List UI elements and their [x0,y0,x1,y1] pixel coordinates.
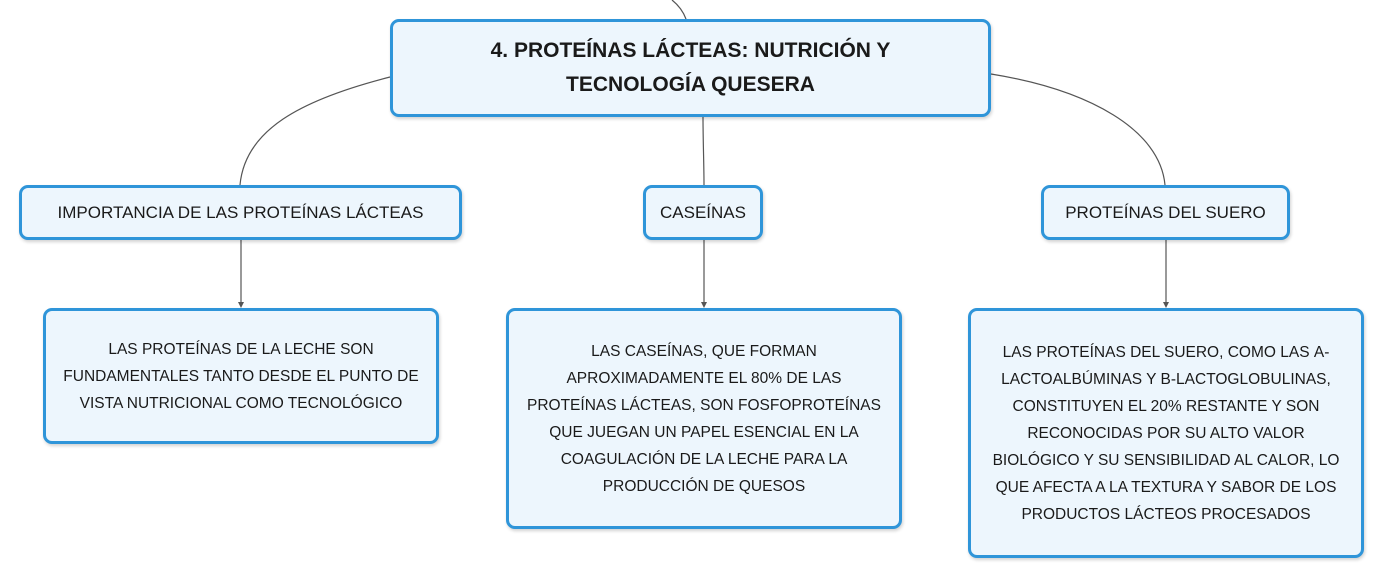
topic-whey-proteins[interactable]: PROTEÍNAS DEL SUERO [1041,185,1290,240]
subtopic-caseins-detail[interactable]: LAS CASEÍNAS, QUE FORMAN APROXIMADAMENTE… [506,308,902,529]
connector-root-to-importance [239,76,391,186]
subtopic-caseins-text: LAS CASEÍNAS, QUE FORMAN APROXIMADAMENTE… [527,342,881,495]
subtopic-importance-text: LAS PROTEÍNAS DE LA LECHE SON FUNDAMENTA… [63,340,419,412]
subtopic-importance-detail[interactable]: LAS PROTEÍNAS DE LA LECHE SON FUNDAMENTA… [43,308,439,444]
central-topic-title: 4. PROTEÍNAS LÁCTEAS: NUTRICIÓN Y TECNOL… [490,39,891,96]
subtopic-whey-detail[interactable]: LAS PROTEÍNAS DEL SUERO, COMO LAS Α-LACT… [968,308,1364,558]
topic-caseins-label: CASEÍNAS [660,202,746,222]
connector-parent-to-root [671,0,687,20]
topic-importance[interactable]: IMPORTANCIA DE LAS PROTEÍNAS LÁCTEAS [19,185,462,240]
subtopic-whey-text: LAS PROTEÍNAS DEL SUERO, COMO LAS Α-LACT… [992,343,1340,523]
connector-root-to-caseins [702,116,705,186]
topic-whey-proteins-label: PROTEÍNAS DEL SUERO [1065,202,1266,222]
central-topic[interactable]: 4. PROTEÍNAS LÁCTEAS: NUTRICIÓN Y TECNOL… [390,19,991,117]
topic-importance-label: IMPORTANCIA DE LAS PROTEÍNAS LÁCTEAS [57,202,424,222]
topic-caseins[interactable]: CASEÍNAS [643,185,763,240]
connector-root-to-whey [990,73,1166,186]
